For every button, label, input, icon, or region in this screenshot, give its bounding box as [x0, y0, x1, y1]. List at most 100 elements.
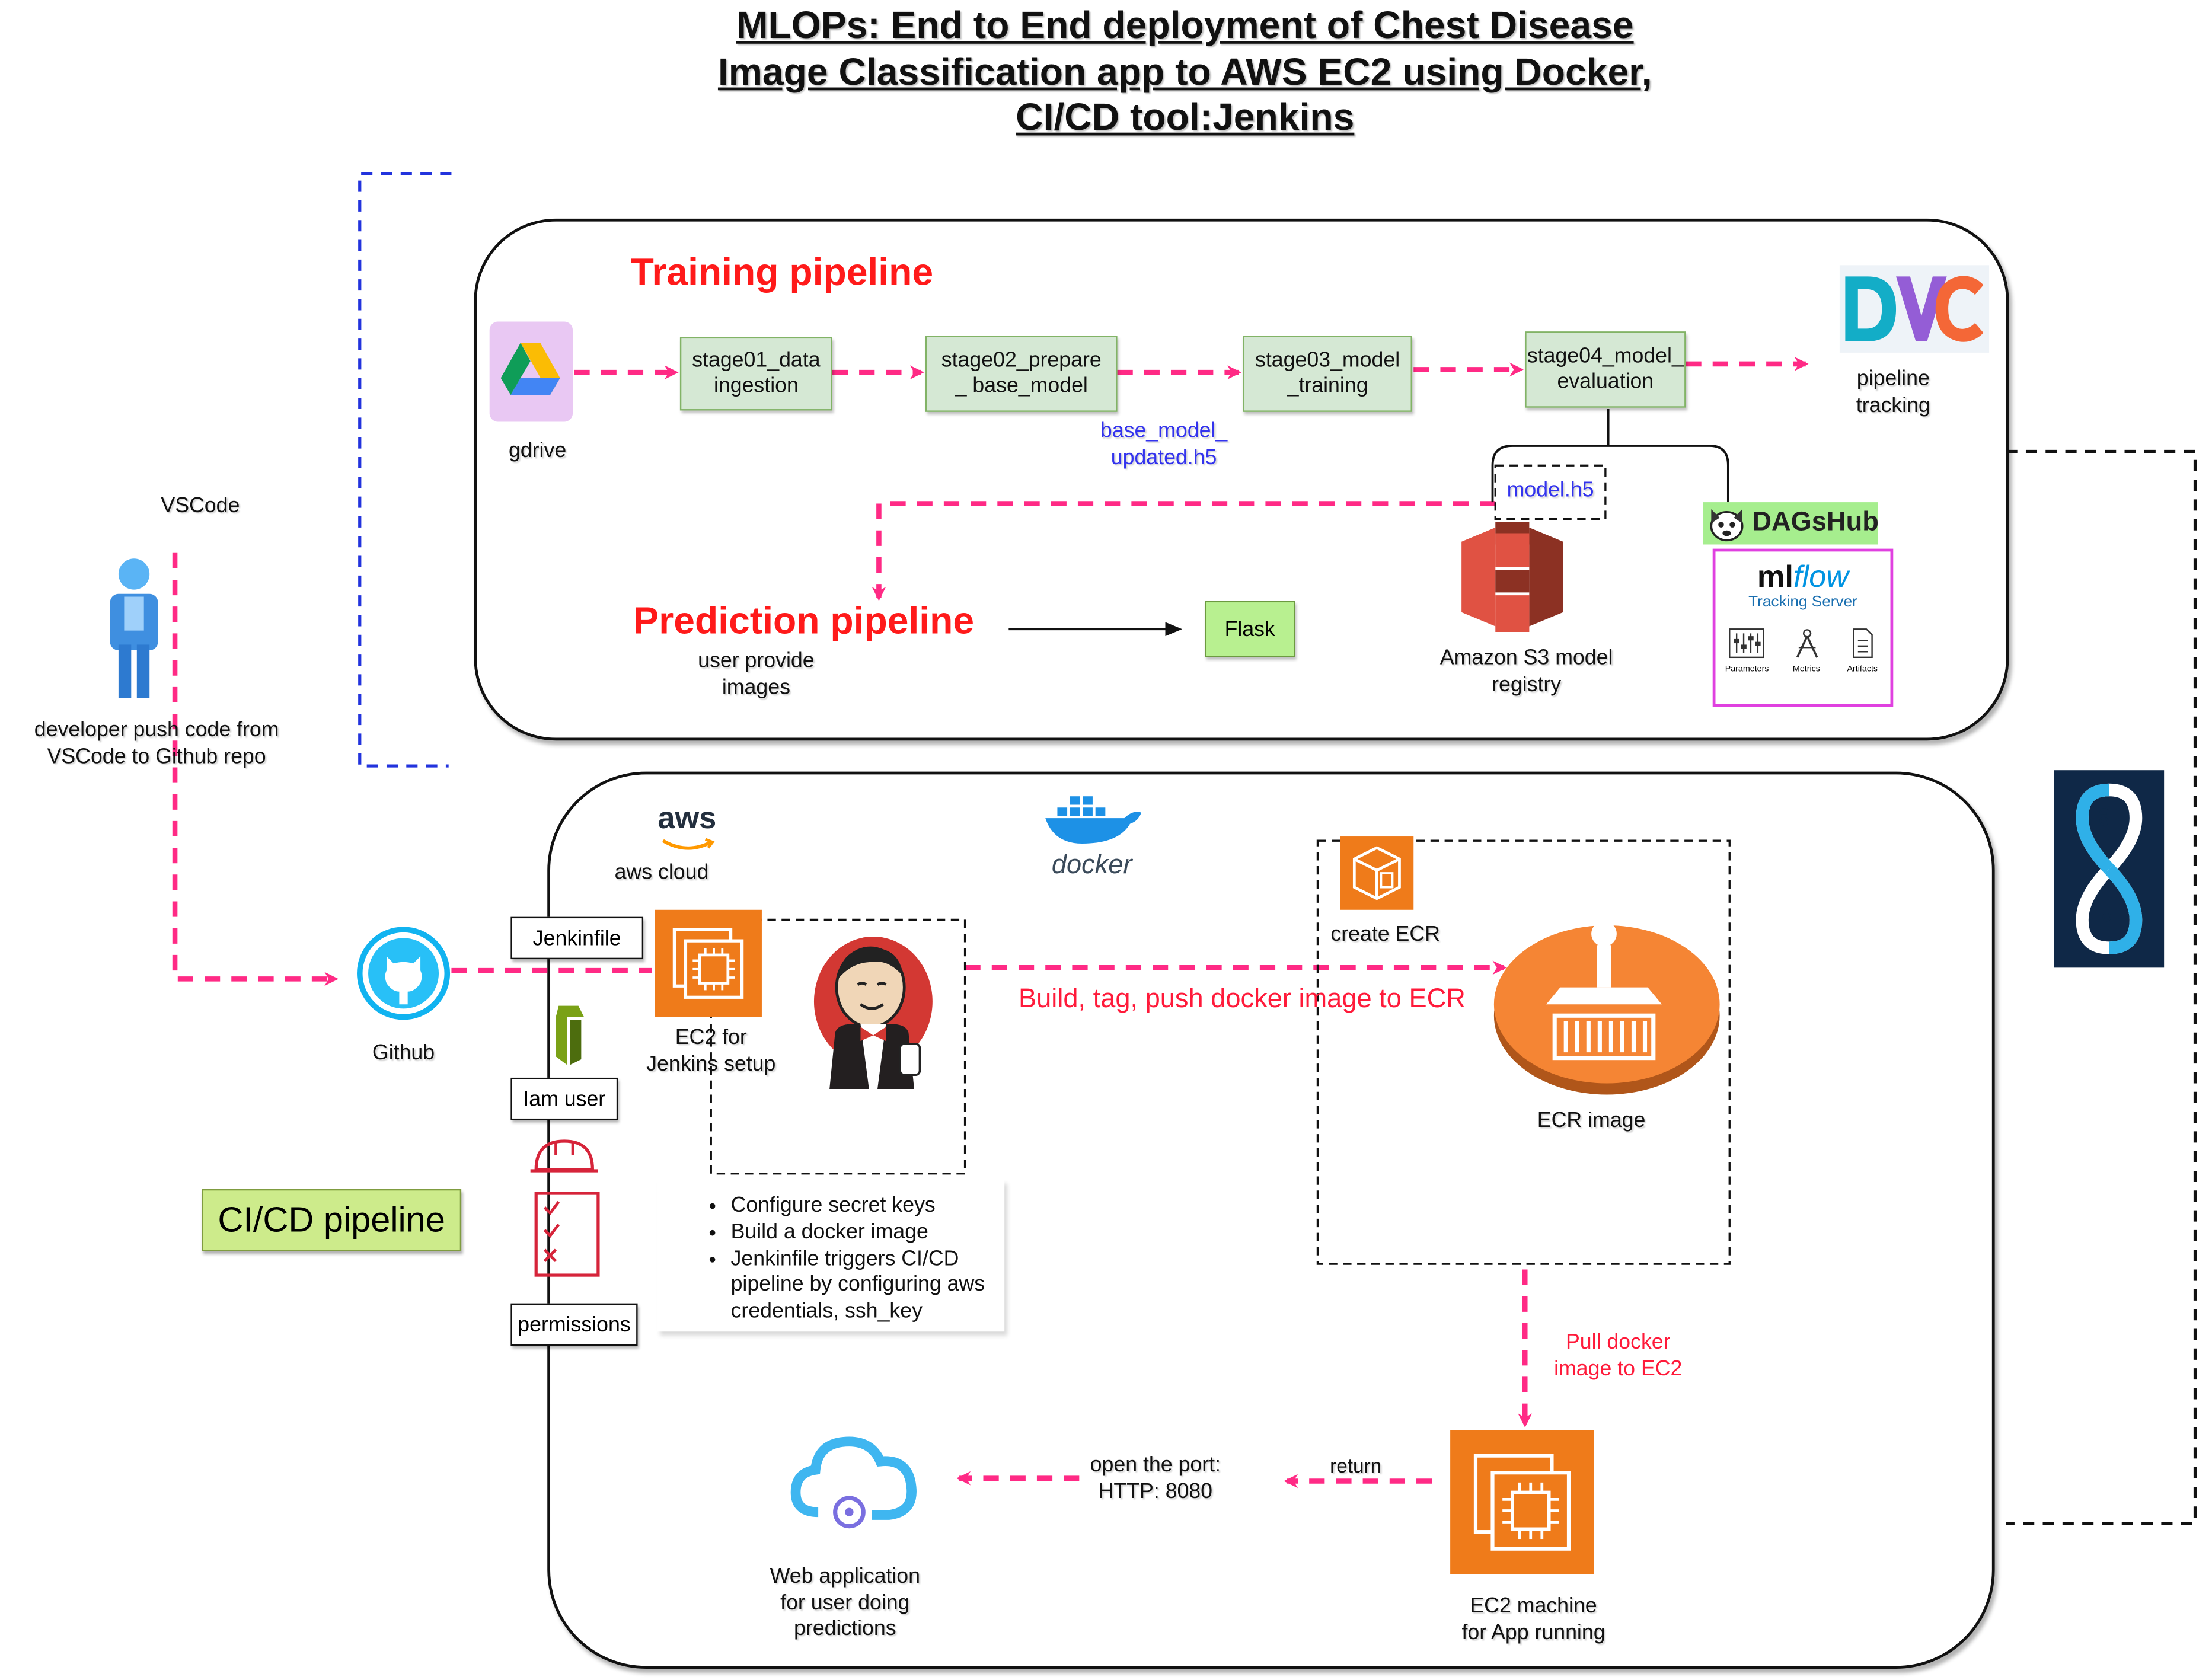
step-build-docker-image: Build a docker image [731, 1220, 1005, 1247]
dog-icon [1706, 503, 1748, 543]
s3-label: Amazon S3 model registry [1411, 646, 1642, 698]
ec2-jenkins-line1: EC2 for [675, 1025, 747, 1050]
stage02-prepare-base-model: stage02_prepare_ base_model [925, 336, 1118, 412]
return-label: return [1330, 1454, 1382, 1477]
mlflow-item-metrics: Metrics [1792, 666, 1820, 675]
checklist-icon [531, 1188, 604, 1278]
ec2-app-line1: EC2 machine [1470, 1593, 1597, 1618]
create-ecr-icon [1340, 836, 1414, 910]
port-line1: open the port: [1090, 1452, 1221, 1477]
ecr-image-label: ECR image [1537, 1109, 1646, 1133]
dvc-logo-icon [1839, 265, 1990, 353]
port-label: open the port: HTTP: 8080 [1067, 1453, 1244, 1505]
flask-box: Flask [1205, 601, 1295, 657]
github-label: Github [372, 1041, 435, 1065]
badge-ci-text: CI [2099, 909, 2114, 922]
mlflow-item-artifacts: Artifacts [1847, 666, 1878, 675]
aws-cloud-label: aws cloud [614, 860, 709, 884]
prediction-sub-line1: user provide [698, 649, 815, 673]
mlflow-subtitle: Tracking Server [1748, 593, 1857, 611]
jenkins-steps-note: Configure secret keys Build a docker ima… [657, 1179, 1005, 1332]
ec2-app-label: EC2 machine for App running [1439, 1594, 1628, 1646]
stage04-line1: stage04_model_ [1527, 344, 1684, 369]
create-ecr-label: create ECR [1330, 922, 1440, 947]
dagshub-logo: DAGsHub [1703, 502, 1879, 545]
developer-caption-line2: VSCode to Github repo [47, 744, 266, 768]
model-h5-dashed-box [1494, 464, 1607, 520]
stage03-line1: stage03_model [1255, 348, 1400, 373]
mlflow-ml-text: ml [1757, 558, 1794, 594]
dvc-label: pipeline tracking [1820, 367, 1967, 419]
web-app-line2: for user doing [780, 1590, 910, 1615]
web-app-line3: predictions [793, 1616, 896, 1641]
amazon-s3-icon [1453, 519, 1572, 635]
step-jenkinfile-triggers: Jenkinfile triggers CI/CD pipeline by co… [731, 1247, 1005, 1326]
step-configure-secret-keys: Configure secret keys [731, 1193, 1005, 1220]
ecr-image-icon [1490, 908, 1724, 1097]
iam-icon [547, 1003, 589, 1068]
pull-image-label: Pull docker image to EC2 [1538, 1330, 1699, 1382]
metrics-icon [1795, 629, 1818, 658]
dvc-label-line1: pipeline [1856, 366, 1930, 391]
prediction-pipeline-heading: Prediction pipeline [633, 599, 975, 642]
helmet-icon [528, 1135, 601, 1177]
artifacts-icon [1853, 628, 1873, 659]
training-pipeline-heading: Training pipeline [630, 251, 934, 293]
prediction-sub-line2: images [722, 675, 790, 700]
developer-caption: developer push code from VSCode to Githu… [11, 718, 302, 770]
stage04-line2: evaluation [1557, 369, 1654, 394]
prediction-sub-label: user provide images [657, 649, 855, 701]
pull-image-line1: Pull docker [1565, 1330, 1671, 1355]
web-app-cloud-icon [790, 1427, 920, 1540]
iam-user-box: Iam user [510, 1077, 618, 1120]
docker-logo-icon: docker [1040, 790, 1144, 880]
badge-cd-text: CD [2097, 807, 2111, 826]
s3-label-line1: Amazon S3 model [1439, 646, 1613, 670]
stage01-line2: ingestion [713, 373, 799, 398]
jenkins-icon [810, 931, 937, 1094]
title-line-1: MLOPs: End to End deployment of Chest Di… [736, 4, 1634, 47]
developer-caption-line1: developer push code from [34, 718, 279, 742]
ec2-jenkins-line2: Jenkins setup [646, 1051, 776, 1076]
developer-icon [104, 557, 164, 701]
s3-label-line2: registry [1492, 672, 1562, 697]
aws-logo-icon: aws [646, 794, 728, 873]
build-push-label: Build, tag, push docker image to ECR [1018, 984, 1466, 1014]
permissions-box: permissions [510, 1303, 638, 1346]
stage03-line2: _training [1287, 373, 1368, 398]
blue-bracket-connector [358, 172, 452, 768]
web-app-line1: Web application [770, 1564, 920, 1589]
docker-logo-text: docker [1051, 850, 1132, 880]
artifact-base-model-line1: base_model_ [1100, 419, 1228, 443]
port-line2: HTTP: 8080 [1098, 1478, 1213, 1503]
gdrive-icon [489, 321, 573, 422]
ec2-app-icon [1450, 1430, 1594, 1574]
mlflow-flow-text: flow [1793, 558, 1849, 594]
title-line-2: Image Classification app to AWS EC2 usin… [717, 50, 1652, 92]
dvc-label-line2: tracking [1856, 392, 1930, 417]
title-line-3: CI/CD tool:Jenkins [1016, 95, 1355, 139]
gdrive-label: gdrive [508, 439, 567, 463]
stage02-line1: stage02_prepare [941, 348, 1102, 373]
artifact-base-model-line2: updated.h5 [1110, 445, 1217, 469]
ec2-app-line2: for App running [1461, 1620, 1605, 1644]
web-app-label: Web application for user doing predictio… [751, 1564, 940, 1643]
cicd-infinity-icon: CD CI [2054, 770, 2165, 968]
mlflow-item-parameters: Parameters [1725, 666, 1769, 675]
arrow-vscode-github [172, 552, 339, 986]
ecr-dashed-group [1316, 839, 1731, 1265]
github-icon [356, 925, 452, 1021]
dagshub-text: DAGsHub [1752, 507, 1879, 538]
cd-loop-connector [2006, 449, 2197, 1525]
pull-image-line2: image to EC2 [1554, 1356, 1683, 1381]
stage04-model-evaluation: stage04_model_evaluation [1525, 331, 1686, 408]
mlflow-tracking-box: mlflow Tracking Server Parameters Metric… [1712, 548, 1894, 707]
vscode-label: VSCode [161, 493, 240, 518]
stage03-model-training: stage03_model_training [1243, 336, 1412, 412]
artifact-model-h5: model.h5 [1506, 478, 1594, 503]
stage01-line1: stage01_data [692, 348, 821, 373]
aws-logo-text: aws [657, 800, 717, 835]
cicd-pipeline-label: CI/CD pipeline [202, 1189, 462, 1251]
